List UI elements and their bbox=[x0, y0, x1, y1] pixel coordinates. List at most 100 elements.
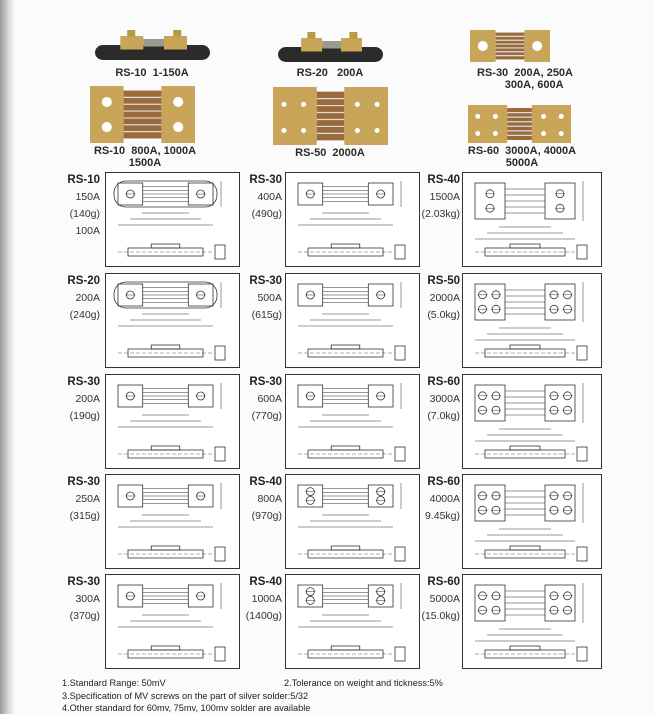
dimension-drawing bbox=[105, 574, 240, 669]
model-name: RS-40 bbox=[427, 174, 460, 186]
spec-value: (770g) bbox=[251, 410, 282, 422]
model-name: RS-40 bbox=[249, 576, 282, 588]
notes: 1.Standard Range: 50mV 2.Tolerance on we… bbox=[62, 677, 443, 715]
spec-value: 1500A bbox=[429, 191, 460, 203]
top-view bbox=[474, 282, 584, 341]
spec-value: (190g) bbox=[69, 410, 100, 422]
spec-value: (615g) bbox=[251, 309, 282, 321]
spec-value: (5.0kg) bbox=[427, 309, 460, 321]
spec-value: 9.45kg) bbox=[424, 510, 460, 522]
spec-value: (2.03kg) bbox=[421, 208, 460, 220]
product-photo bbox=[470, 30, 550, 67]
spec-value: 5000A bbox=[429, 593, 460, 605]
side-view bbox=[475, 545, 588, 562]
product-photo bbox=[278, 32, 383, 67]
top-view bbox=[117, 483, 222, 528]
spec-value: 3000A bbox=[429, 393, 460, 405]
dimension-drawing bbox=[105, 374, 240, 469]
model-name: RS-40 bbox=[249, 476, 282, 488]
dimension-drawing bbox=[285, 574, 420, 669]
product-caption: RS-30 200A, 250A 300A, 600A bbox=[477, 67, 573, 91]
side-view bbox=[118, 243, 226, 260]
dimension-drawing bbox=[285, 273, 420, 368]
notes-row: 1.Standard Range: 50mV 2.Tolerance on we… bbox=[62, 677, 443, 690]
model-name: RS-30 bbox=[67, 476, 100, 488]
model-name: RS-20 bbox=[67, 275, 100, 287]
model-name: RS-30 bbox=[249, 376, 282, 388]
side-view bbox=[118, 545, 226, 562]
note-1: 1.Standard Range: 50mV bbox=[62, 678, 166, 688]
spec-label: RS-30 400A (490g) bbox=[235, 172, 282, 223]
dimension-drawing bbox=[462, 374, 602, 469]
top-view bbox=[474, 583, 584, 642]
spec-value: 600A bbox=[257, 393, 282, 405]
spec-label: RS-40 800A (970g) bbox=[235, 474, 282, 525]
dimension-drawing bbox=[105, 273, 240, 368]
product-photo bbox=[90, 86, 195, 148]
side-view bbox=[475, 344, 588, 361]
side-view bbox=[475, 445, 588, 462]
side-view bbox=[118, 344, 226, 361]
top-view bbox=[113, 180, 222, 226]
spec-label: RS-20 200A (240g) bbox=[52, 273, 100, 324]
spec-value: 800A bbox=[257, 493, 282, 505]
side-view bbox=[298, 545, 406, 562]
model-name: RS-10 bbox=[67, 174, 100, 186]
spec-value: (315g) bbox=[69, 510, 100, 522]
model-name: RS-30 bbox=[67, 576, 100, 588]
spec-value: (240g) bbox=[69, 309, 100, 321]
dimension-drawing bbox=[462, 574, 602, 669]
top-view bbox=[474, 181, 584, 240]
scan-edge bbox=[0, 0, 14, 714]
spec-label: RS-30 250A (315g) bbox=[52, 474, 100, 525]
spec-value: (970g) bbox=[251, 510, 282, 522]
dimension-drawing bbox=[285, 172, 420, 267]
note-3: 3.Specification of MV screws on the part… bbox=[62, 690, 309, 701]
spec-value: (15.0kg) bbox=[421, 610, 460, 622]
spec-value: 300A bbox=[75, 593, 100, 605]
top-view bbox=[117, 383, 222, 428]
spec-value: 150A bbox=[75, 191, 100, 203]
product-caption: RS-10 800A, 1000A 1500A bbox=[93, 145, 197, 169]
spec-label: RS-30 600A (770g) bbox=[235, 374, 282, 425]
spec-value: (370g) bbox=[69, 610, 100, 622]
product-caption: RS-10 1-150A bbox=[115, 67, 189, 79]
side-view bbox=[475, 645, 588, 662]
top-view bbox=[297, 282, 402, 327]
top-view bbox=[297, 383, 402, 428]
model-name: RS-60 bbox=[427, 376, 460, 388]
model-name: RS-60 bbox=[427, 476, 460, 488]
product-caption: RS-50 2000A bbox=[295, 147, 365, 159]
spec-value: 200A bbox=[75, 393, 100, 405]
spec-value: 1000A bbox=[251, 593, 282, 605]
spec-label: RS-40 1500A (2.03kg) bbox=[415, 172, 460, 223]
model-name: RS-30 bbox=[249, 275, 282, 287]
model-name: RS-30 bbox=[249, 174, 282, 186]
side-view bbox=[118, 445, 226, 462]
top-view bbox=[297, 483, 402, 528]
dimension-drawing bbox=[462, 273, 602, 368]
product-caption: RS-20 200A bbox=[296, 67, 364, 79]
top-view bbox=[474, 383, 584, 442]
spec-value: 250A bbox=[75, 493, 100, 505]
product-caption: RS-60 3000A, 4000A 5000A bbox=[467, 145, 577, 169]
spec-value: (7.0kg) bbox=[427, 410, 460, 422]
dimension-drawing bbox=[285, 374, 420, 469]
product-photo bbox=[468, 105, 571, 148]
model-name: RS-30 bbox=[67, 376, 100, 388]
note-4: 4.Other standard for 60mv, 75mv, 100mv s… bbox=[62, 703, 311, 713]
product-photo bbox=[273, 87, 388, 150]
note-2: 2.Tolerance on weight and tickness:5% bbox=[284, 678, 443, 688]
side-view bbox=[298, 445, 406, 462]
top-view bbox=[113, 281, 222, 327]
spec-value: 400A bbox=[257, 191, 282, 203]
spec-value: (490g) bbox=[251, 208, 282, 220]
spec-label: RS-30 200A (190g) bbox=[52, 374, 100, 425]
spec-value: 200A bbox=[75, 292, 100, 304]
spec-value: (140g) bbox=[69, 208, 100, 220]
